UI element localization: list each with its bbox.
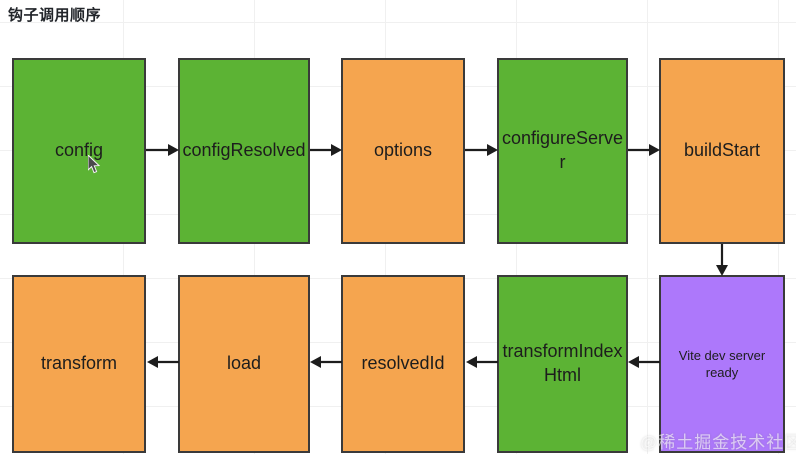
arrow-left-icon — [628, 356, 660, 368]
node-label: Vite dev server ready — [678, 347, 766, 380]
node-label: config — [54, 140, 104, 161]
node-options[interactable]: options — [341, 58, 465, 244]
arrow-right-icon — [465, 144, 498, 156]
node-label: resolvedId — [361, 353, 445, 374]
node-label: buildStart — [683, 140, 761, 161]
node-configureServer[interactable]: configureServer — [497, 58, 628, 244]
arrow-right-icon — [628, 144, 660, 156]
node-transformIndexHtml[interactable]: transformIndexHtml — [497, 275, 628, 453]
node-config[interactable]: config — [12, 58, 146, 244]
page-title: 钩子调用顺序 — [8, 7, 102, 24]
node-load[interactable]: load — [178, 275, 310, 453]
node-label: load — [226, 353, 262, 374]
node-buildStart[interactable]: buildStart — [659, 58, 785, 244]
arrow-left-icon — [147, 356, 179, 368]
edge-options-to-configureServer — [465, 142, 499, 158]
node-transform[interactable]: transform — [12, 275, 146, 453]
node-label: configureServer — [501, 128, 624, 172]
node-label: configResolved — [182, 140, 306, 161]
node-label: transform — [40, 353, 118, 374]
arrow-left-icon — [466, 356, 498, 368]
arrow-down-icon — [716, 244, 728, 276]
arrow-left-icon — [310, 356, 342, 368]
edge-config-to-configResolved — [146, 142, 180, 158]
edge-viteDevServerReady-to-transformIndexHtml — [628, 354, 661, 370]
node-configResolved[interactable]: configResolved — [178, 58, 310, 244]
node-label: options — [373, 140, 433, 161]
arrow-right-icon — [146, 144, 179, 156]
arrow-right-icon — [310, 144, 342, 156]
edge-configureServer-to-buildStart — [628, 142, 661, 158]
node-resolvedId[interactable]: resolvedId — [341, 275, 465, 453]
node-label: transformIndexHtml — [502, 341, 623, 385]
node-viteDevServerReady[interactable]: Vite dev server ready — [659, 275, 785, 453]
edge-load-to-transform — [146, 354, 180, 370]
edge-configResolved-to-options — [310, 142, 343, 158]
edge-resolvedId-to-load — [310, 354, 343, 370]
edge-buildStart-to-viteDevServerReady — [714, 244, 730, 277]
edge-transformIndexHtml-to-resolvedId — [465, 354, 499, 370]
